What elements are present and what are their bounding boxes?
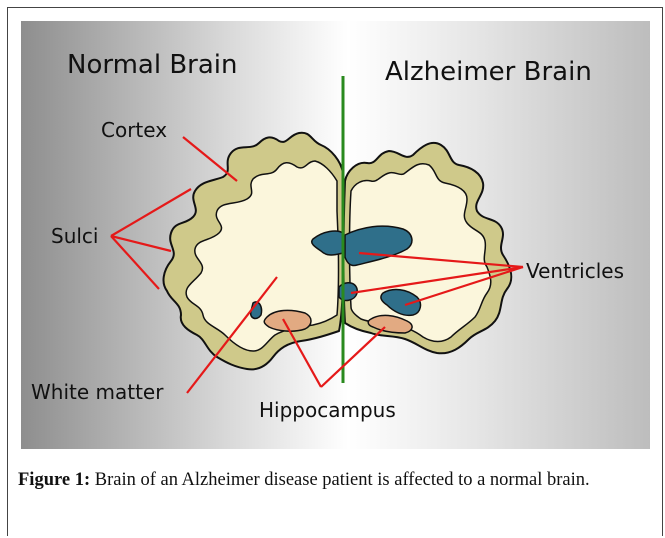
- ventricles-label: Ventricles: [526, 259, 624, 283]
- caption-text: Brain of an Alzheimer disease patient is…: [90, 470, 590, 490]
- caption-label: Figure 1:: [18, 470, 90, 490]
- cortex-label: Cortex: [101, 118, 167, 142]
- figure-caption: Figure 1: Brain of an Alzheimer disease …: [18, 467, 650, 494]
- normal-brain-label: Normal Brain: [67, 50, 238, 80]
- alzheimer-brain-label: Alzheimer Brain: [385, 57, 592, 87]
- sulci-label: Sulci: [51, 224, 98, 248]
- white-matter-label: White matter: [31, 380, 164, 404]
- hippocampus-label: Hippocampus: [259, 398, 396, 422]
- brain-comparison-diagram: Normal Brain Alzheimer Brain Cortex Sulc…: [21, 21, 650, 449]
